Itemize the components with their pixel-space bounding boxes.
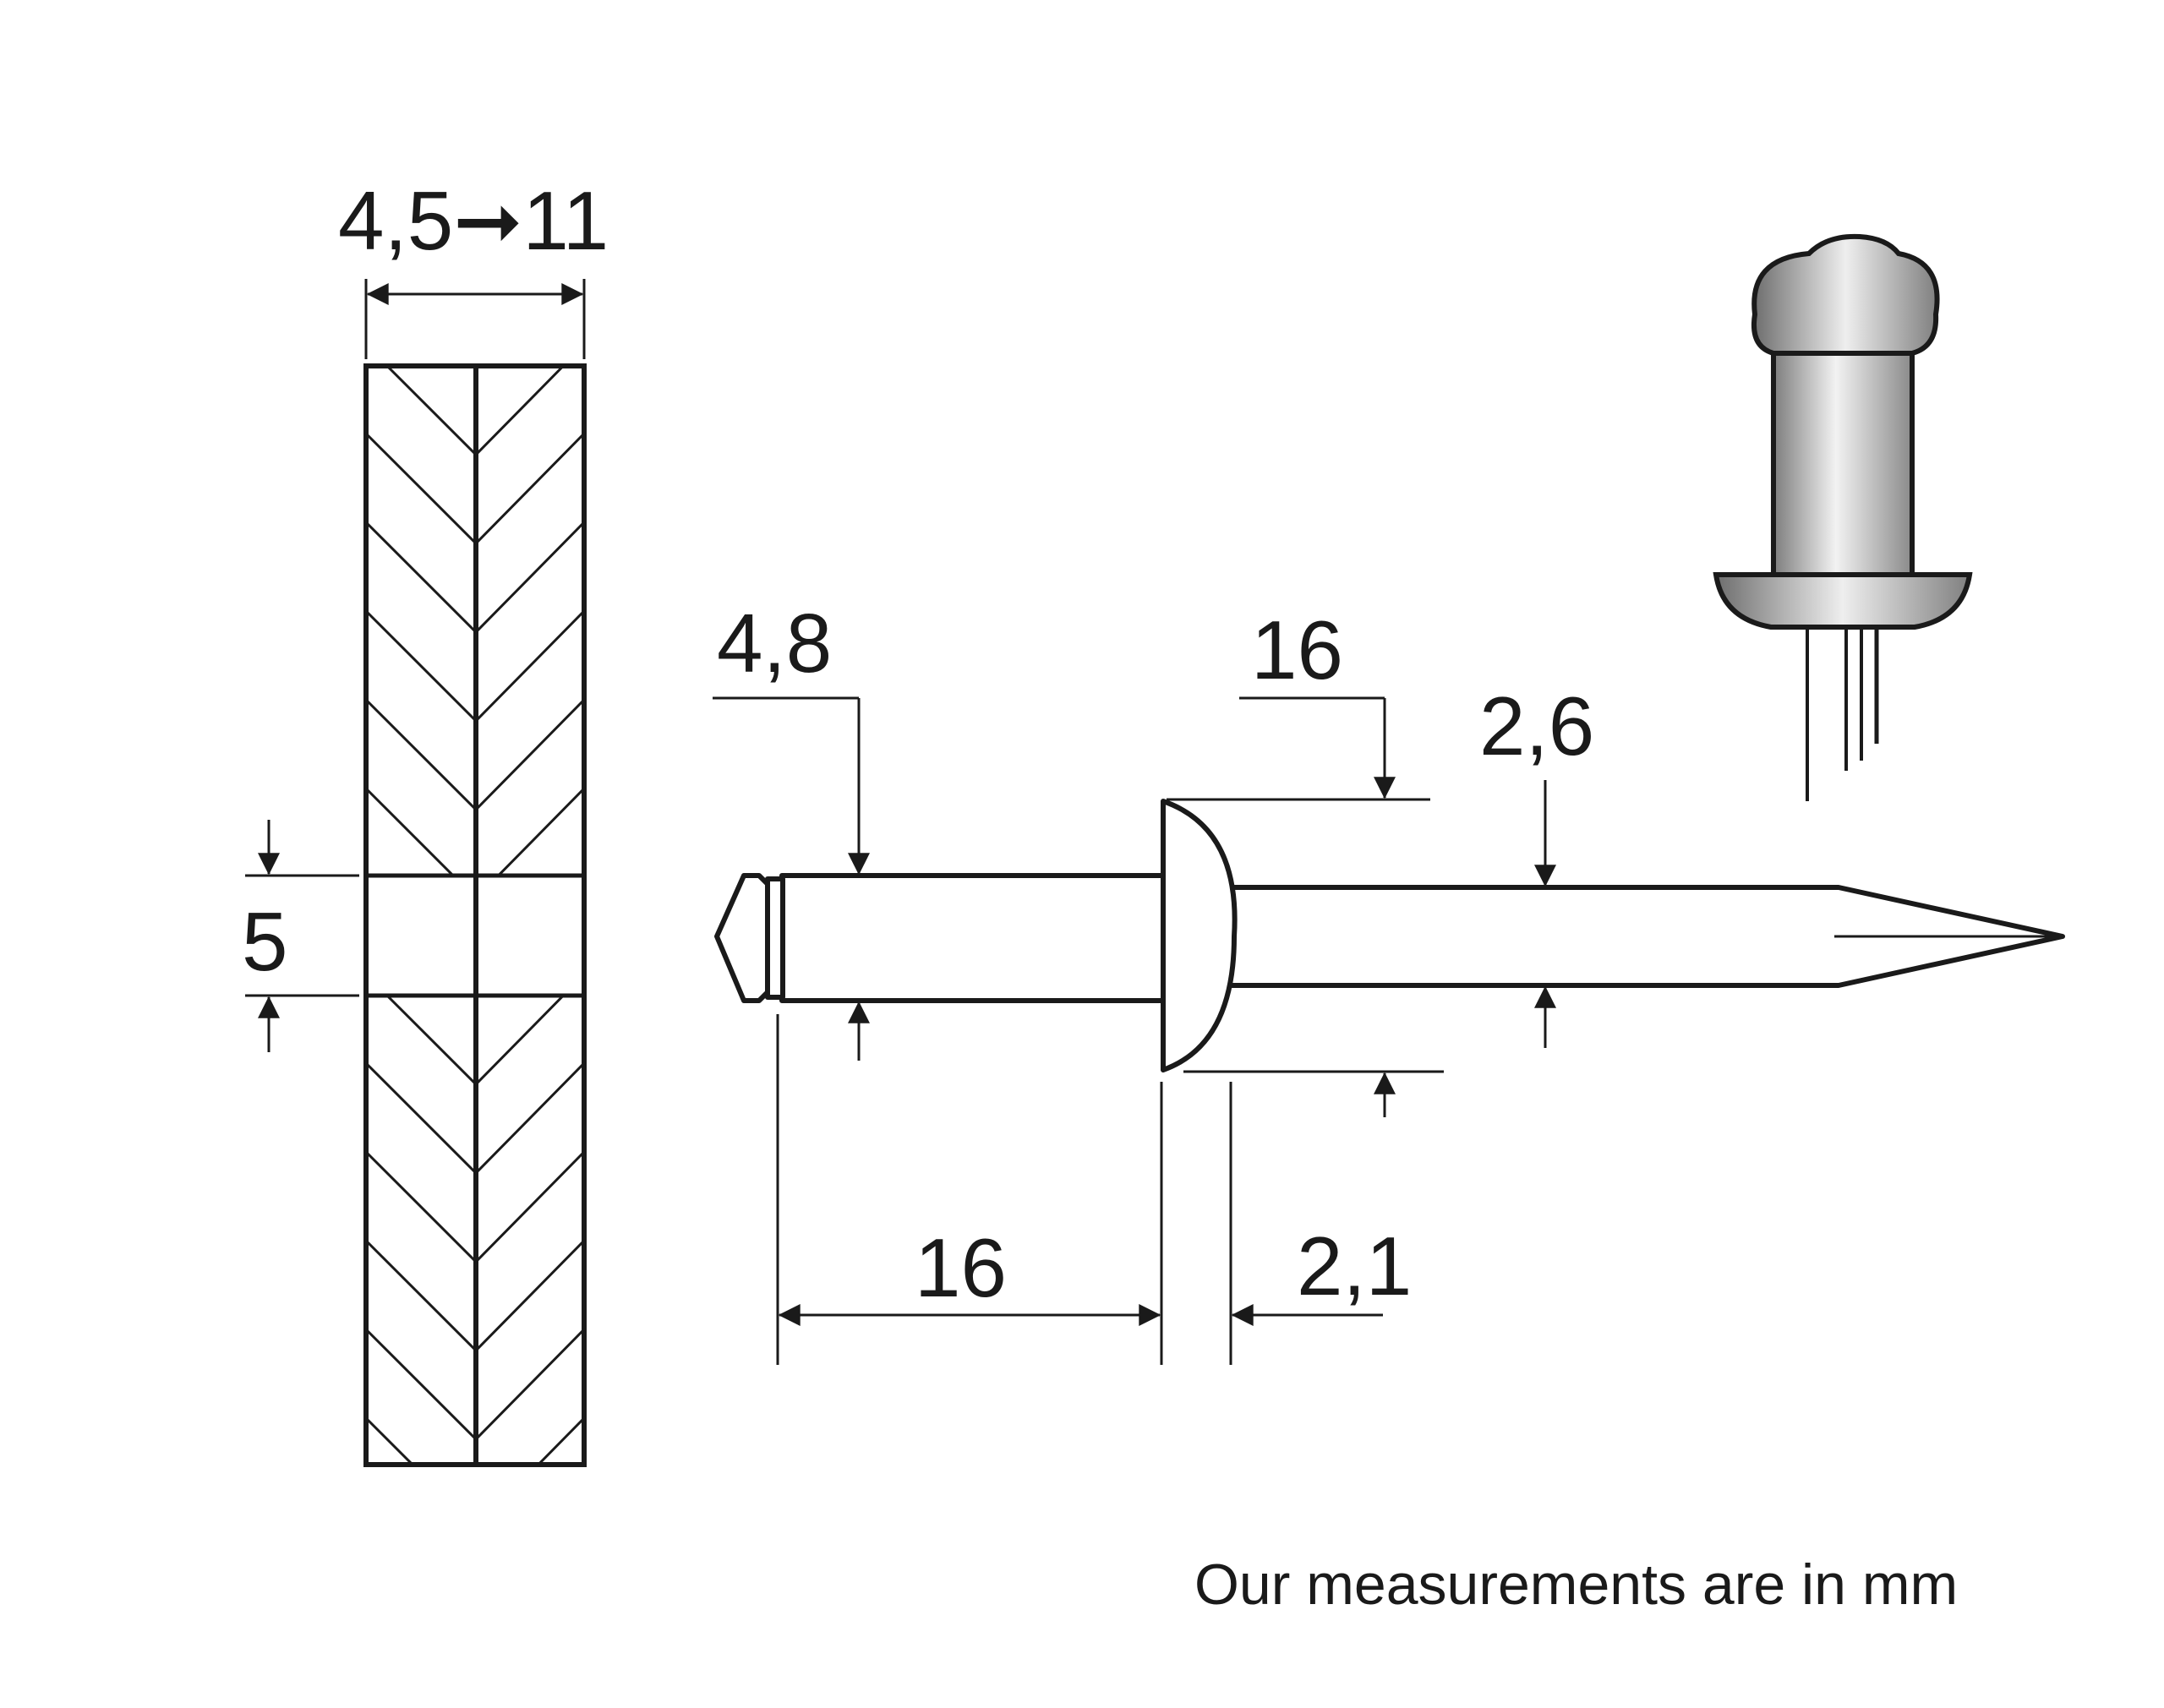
material-hatching [363, 363, 587, 1467]
hatch-line [536, 1416, 587, 1467]
hatch-line [363, 431, 478, 546]
rivet-3d-flange [1713, 572, 1973, 630]
head-diameter-dimension [1167, 696, 1444, 1117]
rivet-3d-shaft [1771, 351, 1915, 577]
hatch-line [473, 1327, 587, 1442]
hatch-line [473, 608, 587, 723]
hatch-line [385, 993, 478, 1087]
hole-diameter-label: 5 [242, 895, 288, 988]
hatch-line [473, 1061, 587, 1176]
hatch-line [473, 697, 587, 812]
rivet-body [779, 873, 1166, 1003]
body-length-dimension [776, 1014, 1163, 1365]
hatch-line [363, 1327, 478, 1442]
body-length-label: 16 [915, 1221, 1007, 1314]
mandrel-diameter-label: 2,6 [1479, 679, 1594, 772]
head-height-label: 2,1 [1297, 1220, 1412, 1312]
hole-dimension [245, 820, 359, 1052]
body-diameter-dimension [713, 696, 870, 1061]
mandrel-ball [714, 873, 772, 1003]
rivet-3d-icon [1713, 233, 1973, 801]
hatch-line [363, 697, 478, 812]
hatch-line [363, 1149, 478, 1264]
hatch-line [363, 608, 478, 723]
mandrel-neck [765, 876, 785, 1000]
hatch-line [363, 520, 478, 635]
hatch-line [363, 1238, 478, 1353]
body-diameter-label: 4,8 [717, 597, 832, 690]
hatch-line [473, 520, 587, 635]
hatch-line [473, 431, 587, 546]
material-section [363, 363, 587, 1467]
hatch-line [363, 1061, 478, 1176]
hatch-line [473, 1238, 587, 1353]
hatch-line [473, 363, 566, 457]
hatch-line [473, 1149, 587, 1264]
hatch-line [473, 993, 566, 1087]
head-diameter-label: 16 [1251, 603, 1343, 696]
rivet-side-view [714, 799, 2065, 1072]
thickness-dimension [364, 279, 586, 359]
hatch-line [363, 786, 456, 878]
rivet-head [1161, 799, 1238, 1072]
rivet-3d-top [1751, 233, 1940, 356]
hatch-line [385, 363, 478, 457]
thickness-label: 4,5➞11 [338, 174, 609, 267]
hatch-line [363, 1416, 415, 1467]
hatch-line [496, 786, 587, 878]
head-height-dimension [1229, 1082, 1383, 1365]
units-note: Our measurements are in mm [1194, 1552, 1958, 1617]
